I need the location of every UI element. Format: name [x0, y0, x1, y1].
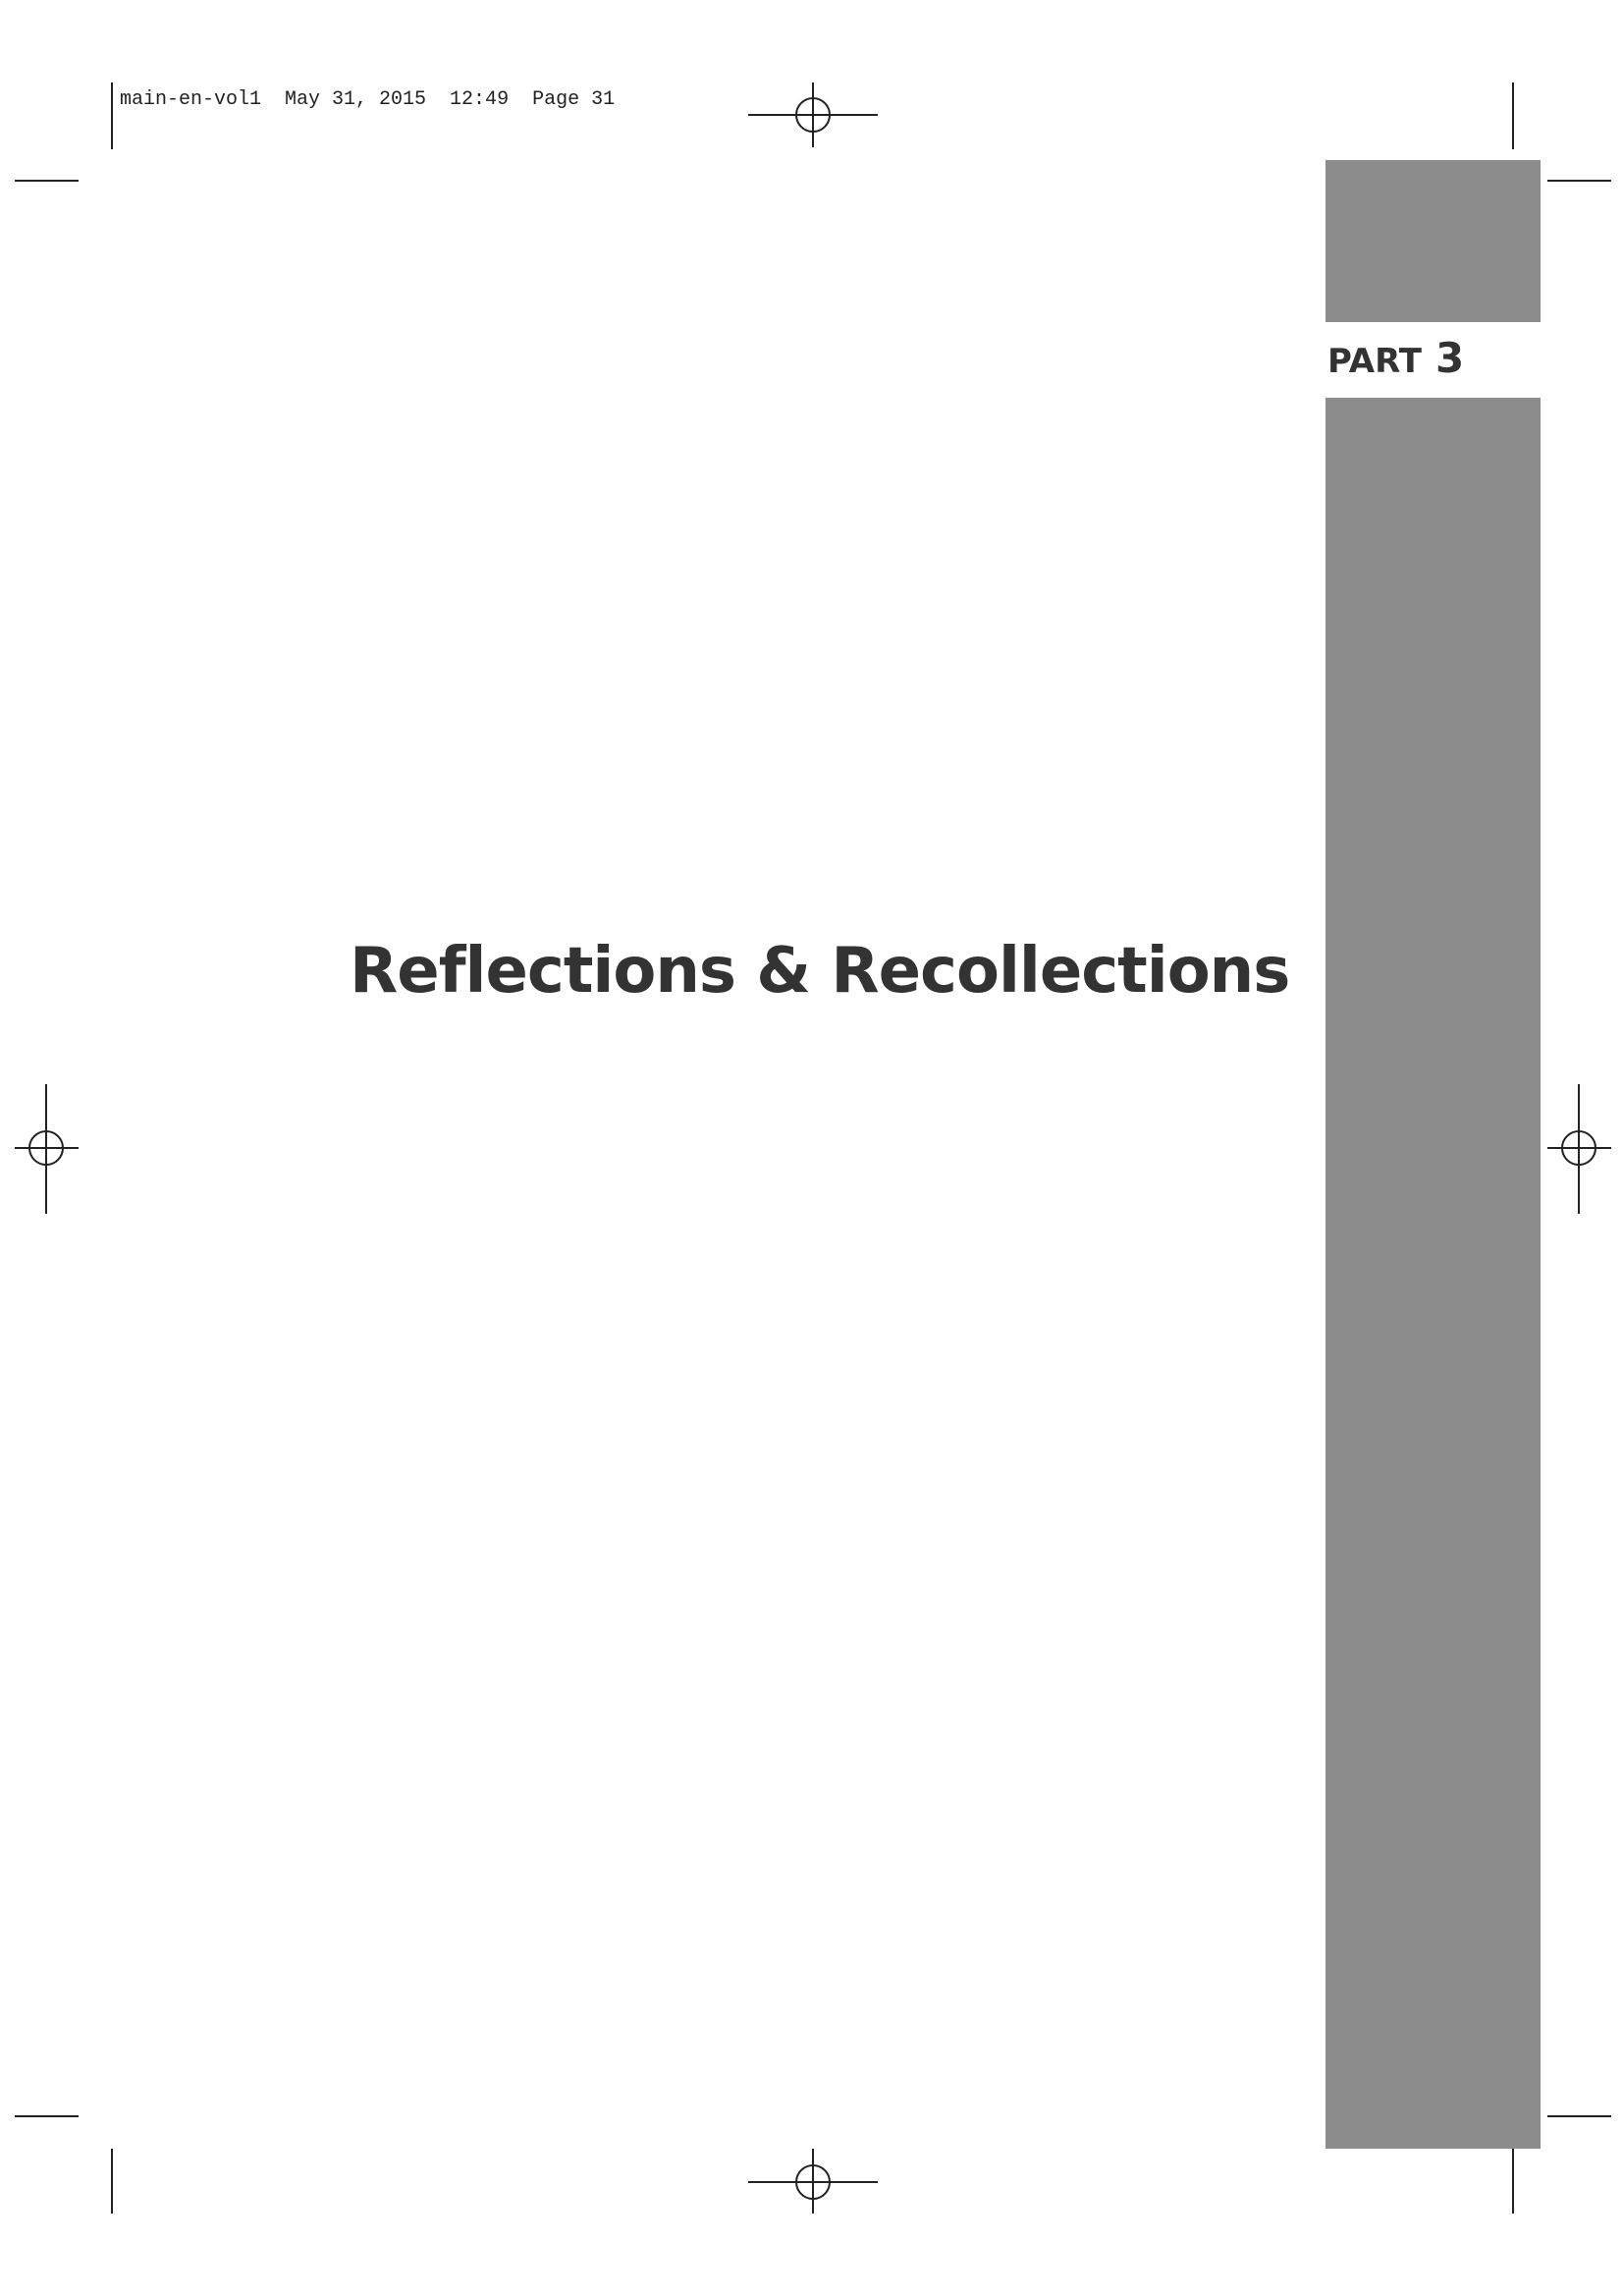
registration-mark-top: [748, 82, 878, 147]
part-tab-upper-block: [1325, 160, 1541, 322]
registration-mark-right: [1547, 1084, 1611, 1214]
part-label: PART 3: [1327, 334, 1464, 382]
registration-mark-bottom: [748, 2149, 878, 2214]
part-tab-lower-block: [1325, 398, 1541, 2149]
print-slug-line: main-en-vol1 May 31, 2015 12:49 Page 31: [120, 88, 616, 111]
part-word: PART: [1327, 342, 1422, 381]
part-number: 3: [1434, 334, 1465, 382]
part-title: Reflections & Recollections: [350, 935, 1290, 1008]
registration-mark-left: [15, 1084, 79, 1214]
